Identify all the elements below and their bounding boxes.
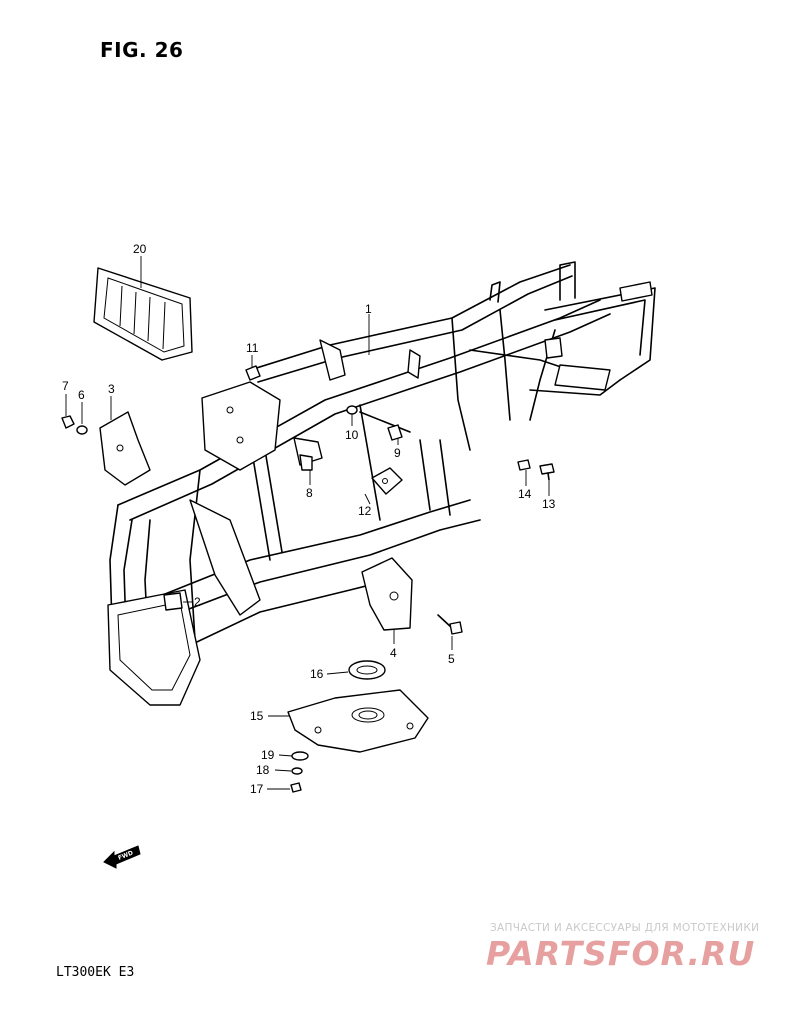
part-20-guard bbox=[93, 267, 193, 361]
callout-1: 1 bbox=[365, 302, 372, 316]
part-14-nut bbox=[517, 459, 531, 471]
part-13-bolt bbox=[539, 463, 555, 481]
callout-15: 15 bbox=[250, 709, 264, 723]
part-10-washer bbox=[346, 405, 358, 415]
callout-18: 18 bbox=[256, 763, 270, 777]
callout-7: 7 bbox=[62, 379, 69, 393]
callout-20: 20 bbox=[133, 242, 147, 256]
part-19-washer bbox=[291, 751, 309, 761]
part-3-bracket bbox=[99, 411, 151, 486]
callout-4: 4 bbox=[390, 646, 397, 660]
part-17-bolt bbox=[290, 782, 302, 793]
part-16-grommet bbox=[348, 660, 386, 680]
callout-10: 10 bbox=[345, 428, 359, 442]
callout-11: 11 bbox=[246, 341, 259, 355]
callout-17: 17 bbox=[250, 782, 264, 796]
part-18-washer bbox=[291, 767, 303, 775]
part-12-plate bbox=[371, 467, 403, 495]
callout-2: 2 bbox=[194, 595, 201, 609]
callout-14: 14 bbox=[518, 487, 532, 501]
callout-12: 12 bbox=[358, 504, 372, 518]
part-4-bracket bbox=[361, 557, 413, 631]
callout-13: 13 bbox=[542, 497, 556, 511]
callouts: 1 2 3 4 5 6 7 8 9 10 11 12 13 14 15 16 1… bbox=[62, 242, 556, 796]
part-2-cushion bbox=[163, 592, 183, 611]
part-9-bolt bbox=[359, 411, 411, 441]
figure-title: FIG. 26 bbox=[100, 38, 184, 62]
part-15-skid-plate bbox=[287, 689, 429, 753]
part-6-washer bbox=[76, 425, 88, 435]
callout-5: 5 bbox=[448, 652, 455, 666]
watermark-logo: PARTSFOR.RU bbox=[486, 934, 756, 973]
model-code: LT300EK E3 bbox=[56, 965, 135, 980]
callout-6: 6 bbox=[78, 388, 85, 402]
callout-9: 9 bbox=[394, 446, 401, 460]
part-8-mount bbox=[293, 437, 323, 471]
watermark-tagline: ЗАПЧАСТИ И АКСЕССУАРЫ ДЛЯ МОТОТЕХНИКИ bbox=[490, 922, 760, 934]
leader-lines bbox=[65, 256, 550, 790]
callout-16: 16 bbox=[310, 667, 324, 681]
fwd-arrow-icon: FWD bbox=[103, 845, 141, 869]
part-7-nut bbox=[61, 415, 75, 429]
part-11-nut bbox=[245, 365, 261, 381]
callout-19: 19 bbox=[261, 748, 275, 762]
callout-3: 3 bbox=[108, 382, 115, 396]
callout-8: 8 bbox=[306, 486, 313, 500]
part-5-bolt bbox=[437, 614, 463, 635]
